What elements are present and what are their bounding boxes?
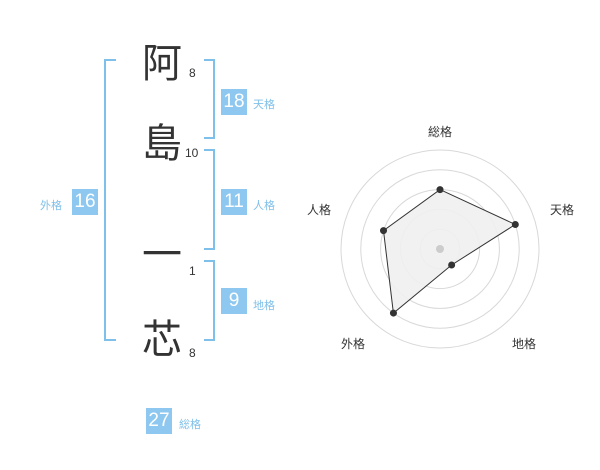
- name-char-4: 芯: [142, 317, 182, 363]
- radar-point-3: [389, 309, 397, 317]
- chikaku-value: 9: [221, 288, 247, 314]
- stroke-count-4: 8: [189, 346, 196, 360]
- gaikaku-label: 外格: [40, 199, 62, 212]
- radar-point-1: [511, 221, 519, 229]
- radar-grid-ring: [340, 149, 540, 349]
- radar-area: [382, 189, 517, 315]
- radar-axis-label-tenkaku: 天格: [550, 203, 575, 217]
- name-char-1: 阿: [142, 41, 182, 87]
- tenkaku-value: 18: [221, 89, 247, 115]
- soukaku-value: 27: [146, 408, 172, 434]
- tenkaku-bracket: [204, 59, 215, 139]
- tenkaku-label: 天格: [253, 98, 275, 111]
- chikaku-label: 地格: [253, 299, 275, 312]
- stroke-count-3: 1: [189, 264, 196, 278]
- radar-point-4: [380, 227, 388, 235]
- radar-axis-label-chikaku: 地格: [512, 337, 537, 351]
- gaikaku-value: 16: [72, 189, 98, 215]
- name-char-2: 島: [142, 121, 182, 167]
- radar-axis-label-jinkaku: 人格: [307, 203, 332, 217]
- radar-grid-ring: [360, 169, 520, 329]
- radar-points: [380, 186, 519, 317]
- outer-bracket: [104, 59, 116, 341]
- jinkaku-bracket: [204, 149, 215, 250]
- stroke-count-1: 8: [189, 66, 196, 80]
- stroke-count-2: 10: [185, 146, 199, 160]
- jinkaku-value: 11: [221, 189, 247, 215]
- chikaku-bracket: [204, 260, 215, 341]
- radar-point-2: [448, 261, 456, 269]
- jinkaku-label: 人格: [253, 199, 275, 212]
- radar-point-0: [436, 186, 444, 194]
- radar-axis-label-gaikaku: 外格: [341, 337, 366, 351]
- radar-center-dot: [436, 245, 444, 253]
- radar-axis-label-soukaku: 総格: [428, 125, 453, 139]
- soukaku-label: 総格: [179, 418, 201, 431]
- name-char-3: 一: [142, 232, 182, 278]
